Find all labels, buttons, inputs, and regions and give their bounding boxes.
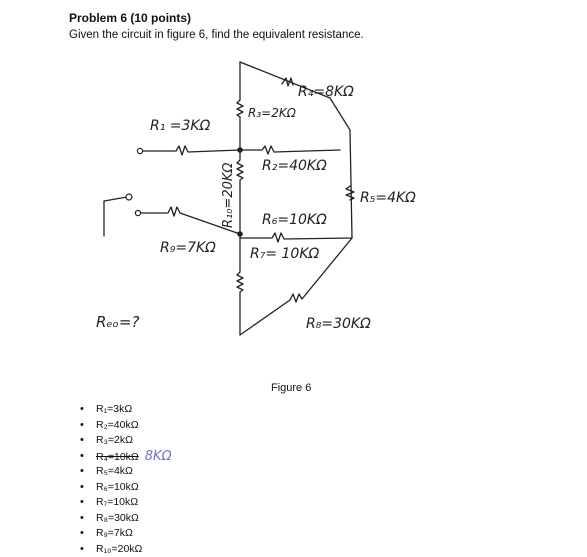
node-top — [237, 147, 243, 153]
terminal-b — [135, 210, 140, 215]
list-item-r9: R₉=7kΩ — [80, 526, 172, 542]
list-item-r6: R₆=10kΩ — [80, 480, 172, 496]
terminal-a — [137, 148, 142, 153]
r9-label: R₉=7KΩ — [160, 240, 216, 256]
req-bracket — [104, 197, 127, 236]
r6-label: R₆=10KΩ — [262, 212, 327, 228]
r7-label: R₇= 10KΩ — [250, 246, 320, 262]
r4-handwritten-correction: 8KΩ — [145, 449, 172, 464]
r4-original-value: R₄=10kΩ — [96, 451, 139, 463]
r5-resistor — [346, 186, 354, 200]
list-item-r5: R₅=4kΩ — [80, 464, 172, 480]
r2-wire — [240, 146, 340, 154]
r3-label: R₃=2KΩ — [248, 106, 297, 120]
r6-wire — [240, 233, 352, 242]
circuit-figure: R₄=8KΩ R₁ =3KΩ R₃=2KΩ R₂=40KΩ R₅=4KΩ R₆=… — [0, 0, 587, 400]
list-item-r8: R₈=30kΩ — [80, 511, 172, 527]
r7-resistor — [237, 234, 243, 335]
figure-caption: Figure 6 — [271, 382, 311, 394]
list-item-r1: R₁=3kΩ — [80, 402, 172, 418]
terminal-req — [126, 194, 132, 200]
r10-resistor — [237, 150, 243, 190]
list-item-r2: R₂=40kΩ — [80, 418, 172, 434]
r10-label: R₁₀=20KΩ — [221, 163, 236, 228]
req-label: Rₑₒ=? — [96, 313, 139, 331]
list-item-r3: R₃=2kΩ — [80, 433, 172, 449]
list-item-r4: R₄=10kΩ 8KΩ — [80, 449, 172, 465]
r1-label: R₁ =3KΩ — [150, 118, 211, 134]
r2-label: R₂=40KΩ — [262, 158, 327, 174]
node-bottom — [237, 231, 243, 237]
r4-label: R₄=8KΩ — [298, 84, 354, 100]
r5-label: R₅=4KΩ — [360, 190, 416, 206]
r3-resistor — [237, 100, 243, 117]
r8-label: R₈=30KΩ — [306, 316, 371, 332]
list-item-r10: R₁₀=20kΩ — [80, 542, 172, 557]
list-item-r7: R₇=10kΩ — [80, 495, 172, 511]
r1-wire — [142, 146, 240, 155]
